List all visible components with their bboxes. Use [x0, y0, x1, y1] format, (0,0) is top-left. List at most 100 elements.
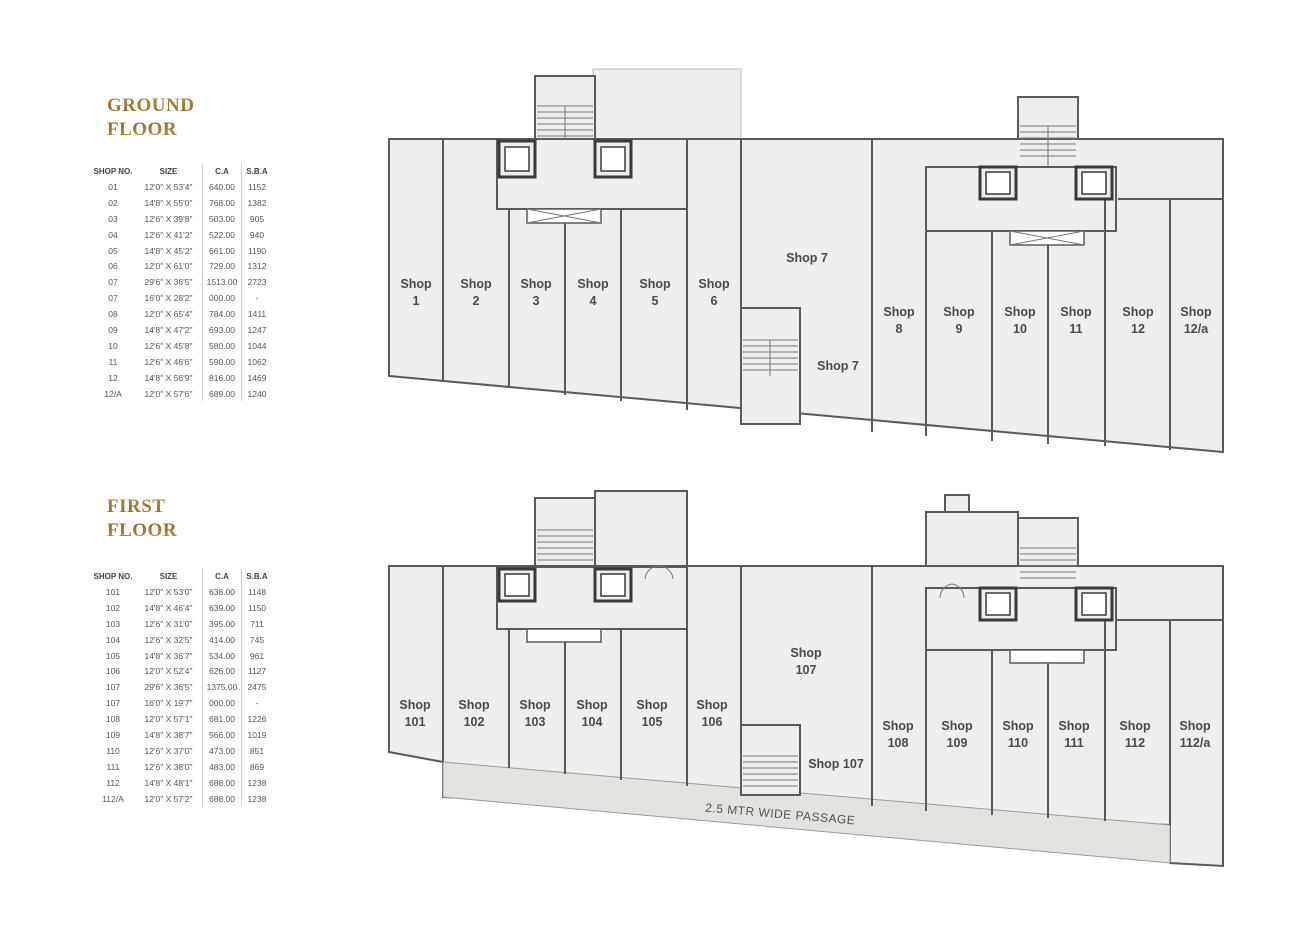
cell-shop-no: 103 — [105, 618, 121, 629]
cell-sba: 1150 — [241, 599, 272, 616]
cell-sba: 1312 — [241, 258, 272, 275]
cell-ca: 414.00 — [202, 631, 242, 648]
cell-ca: 693.00 — [202, 322, 242, 338]
cell-sba: - — [241, 290, 272, 307]
cell-shop-no: 03 — [108, 213, 118, 224]
cell-size: 29'6" X 36'5" — [144, 682, 193, 693]
lift-car — [600, 146, 626, 172]
cell-sba: 1152 — [241, 179, 272, 195]
cell-size: 12'0" X 53'0" — [144, 586, 193, 597]
cell-shop-no: 02 — [108, 197, 118, 208]
cell-size: 12'0" X 61'0" — [144, 261, 193, 272]
cell-ca: 681.00 — [202, 711, 242, 728]
lift-car — [1081, 171, 1107, 195]
cell-shop-no: 112/A — [102, 793, 124, 804]
cell-ca: 000.00 — [202, 695, 242, 712]
cell-ca: 626.00 — [202, 663, 242, 680]
cell-sba: 1226 — [241, 711, 272, 728]
cell-sba: - — [241, 695, 272, 712]
cell-shop-no: 06 — [108, 261, 118, 272]
cell-size: 12'6" X 46'6" — [144, 356, 193, 367]
lift-car — [1081, 592, 1107, 616]
duct — [1009, 649, 1085, 664]
cell-shop-no: 08 — [108, 309, 118, 320]
cell-size: 12'6" X 32'5" — [144, 634, 193, 645]
cell-size: 14'8" X 47'2" — [144, 324, 193, 335]
cell-sba: 745 — [241, 631, 272, 648]
cell-shop-no: 10 — [108, 340, 118, 351]
door-swing — [939, 583, 965, 599]
shop-label-7-upper: Shop 7 — [786, 251, 828, 265]
cell-sba: 1238 — [241, 790, 272, 807]
cell-size: 12'0" X 65'4" — [144, 309, 193, 320]
cell-ca: 1375.00 — [202, 679, 242, 696]
cell-ca: 768.00 — [202, 194, 242, 211]
cell-shop-no: 107 — [105, 682, 121, 693]
cell-shop-no: 106 — [105, 666, 121, 677]
lift-car — [504, 146, 530, 172]
cell-shop-no: 101 — [105, 586, 121, 597]
lift-car — [985, 171, 1011, 195]
lift-car — [600, 573, 626, 597]
cell-ca: 522.00 — [202, 226, 242, 243]
cell-size: 14'8" X 36'7" — [144, 650, 193, 661]
cell-ca: 816.00 — [202, 369, 242, 386]
cell-shop-no: 05 — [108, 245, 118, 256]
cell-shop-no: 108 — [105, 714, 121, 725]
cell-ca: 590.00 — [202, 353, 242, 370]
cell-shop-no: 01 — [108, 181, 118, 192]
cell-ca: 784.00 — [202, 306, 242, 323]
cell-sba: 1127 — [241, 663, 272, 680]
cell-size: 14'8" X 56'9" — [144, 372, 193, 383]
table-header-row: SHOP NO. SIZE C.A S.B.A — [91, 164, 272, 179]
cell-sba: 1019 — [241, 727, 272, 743]
cell-shop-no: 102 — [105, 602, 121, 613]
cell-sba: 711 — [241, 615, 272, 632]
door-swing — [644, 565, 674, 580]
cell-size: 14'8" X 48'1" — [144, 777, 193, 788]
cell-sba: 905 — [241, 210, 272, 227]
cell-ca: 638.00 — [202, 584, 242, 600]
cell-shop-no: 12/A — [104, 388, 122, 399]
column-header-shop-no: SHOP NO. — [93, 167, 133, 176]
cell-size: 12'6" X 41'2" — [144, 229, 193, 240]
cell-size: 12'0" X 57'6" — [144, 388, 193, 399]
cell-size: 12'6" X 37'0" — [144, 745, 193, 756]
cell-size: 12'0" X 57'2" — [144, 793, 193, 804]
